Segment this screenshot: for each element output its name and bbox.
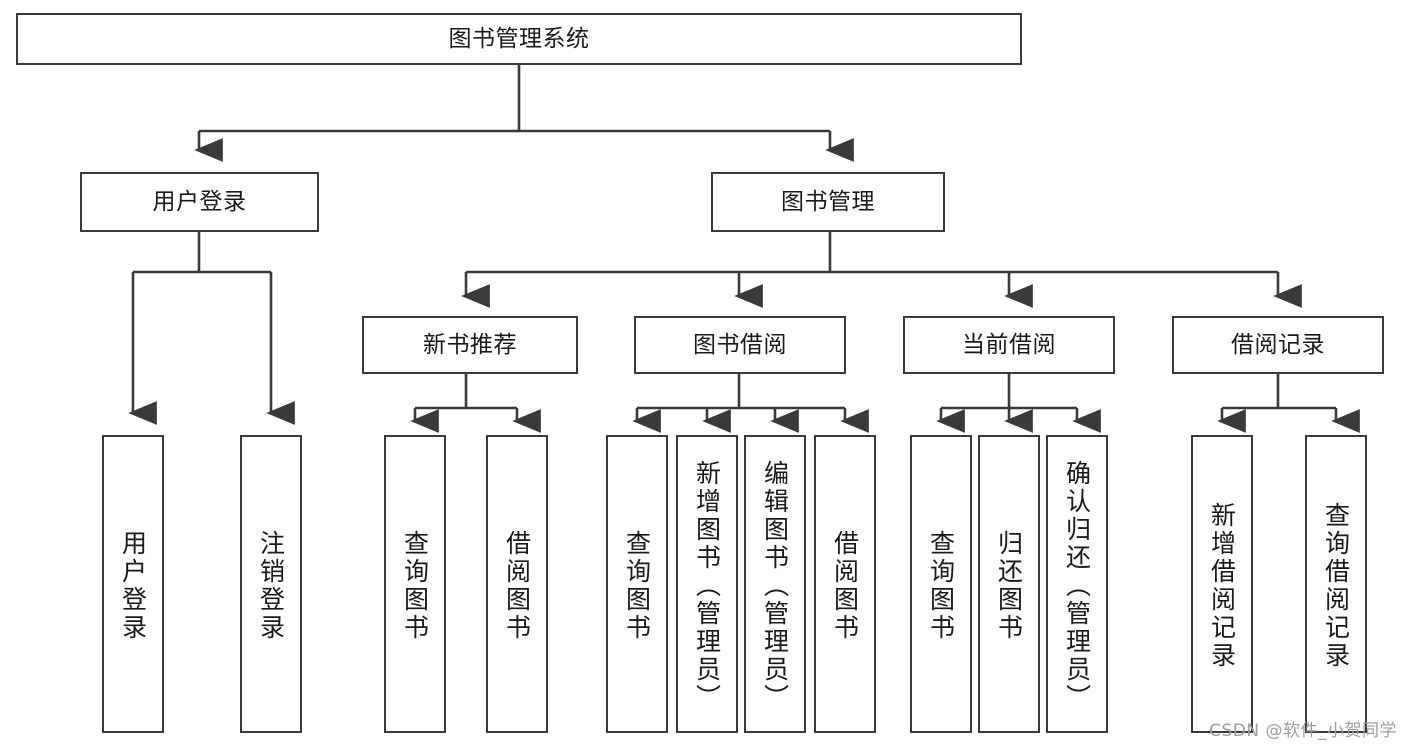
- node-book-borrow-label: 图书借阅: [693, 331, 787, 358]
- node-current-borrow[interactable]: 当前借阅: [903, 316, 1115, 374]
- node-current-borrow-label: 当前借阅: [962, 331, 1056, 358]
- node-leaf-return-book[interactable]: 归还图书: [978, 435, 1040, 733]
- node-leaf-query-record[interactable]: 查询借阅记录: [1305, 435, 1367, 733]
- node-leaf-add-book[interactable]: 新增图书（管理员）: [676, 435, 738, 733]
- node-leaf-return-book-label: 归还图书: [994, 530, 1024, 642]
- node-borrow-record-label: 借阅记录: [1231, 331, 1325, 358]
- node-leaf-query-book-3[interactable]: 查询图书: [910, 435, 972, 733]
- node-leaf-query-book-2-label: 查询图书: [622, 530, 652, 642]
- node-new-book-recommend[interactable]: 新书推荐: [362, 316, 578, 374]
- node-leaf-query-book-1-label: 查询图书: [400, 530, 430, 642]
- node-new-book-recommend-label: 新书推荐: [423, 331, 517, 358]
- node-leaf-borrow-book-1[interactable]: 借阅图书: [486, 435, 548, 733]
- node-leaf-query-book-3-label: 查询图书: [926, 530, 956, 642]
- node-book-manage-label: 图书管理: [781, 188, 875, 215]
- node-root-label: 图书管理系统: [448, 25, 590, 52]
- node-leaf-logout-login-label: 注销登录: [256, 530, 286, 642]
- node-user-login-label: 用户登录: [152, 188, 247, 215]
- node-leaf-edit-book-label: 编辑图书（管理员）: [760, 460, 790, 712]
- node-leaf-borrow-book-2-label: 借阅图书: [830, 530, 860, 642]
- node-book-manage[interactable]: 图书管理: [711, 172, 945, 232]
- node-leaf-add-record[interactable]: 新增借阅记录: [1191, 435, 1253, 733]
- node-user-login[interactable]: 用户登录: [80, 172, 319, 232]
- node-root[interactable]: 图书管理系统: [16, 13, 1022, 65]
- node-leaf-add-book-label: 新增图书（管理员）: [692, 460, 722, 712]
- node-book-borrow[interactable]: 图书借阅: [634, 316, 846, 374]
- node-leaf-edit-book[interactable]: 编辑图书（管理员）: [744, 435, 806, 733]
- node-leaf-borrow-book-2[interactable]: 借阅图书: [814, 435, 876, 733]
- node-leaf-logout-login[interactable]: 注销登录: [240, 435, 302, 733]
- node-leaf-confirm-return[interactable]: 确认归还（管理员）: [1046, 435, 1108, 733]
- node-borrow-record[interactable]: 借阅记录: [1172, 316, 1384, 374]
- node-leaf-borrow-book-1-label: 借阅图书: [502, 530, 532, 642]
- node-leaf-user-login-label: 用户登录: [118, 530, 148, 642]
- node-leaf-query-record-label: 查询借阅记录: [1321, 502, 1351, 670]
- node-leaf-user-login[interactable]: 用户登录: [102, 435, 164, 733]
- node-leaf-confirm-return-label: 确认归还（管理员）: [1062, 460, 1092, 712]
- node-leaf-query-book-2[interactable]: 查询图书: [606, 435, 668, 733]
- node-leaf-add-record-label: 新增借阅记录: [1207, 502, 1237, 670]
- node-leaf-query-book-1[interactable]: 查询图书: [384, 435, 446, 733]
- watermark-text: CSDN @软件_小贺同学: [1209, 721, 1397, 741]
